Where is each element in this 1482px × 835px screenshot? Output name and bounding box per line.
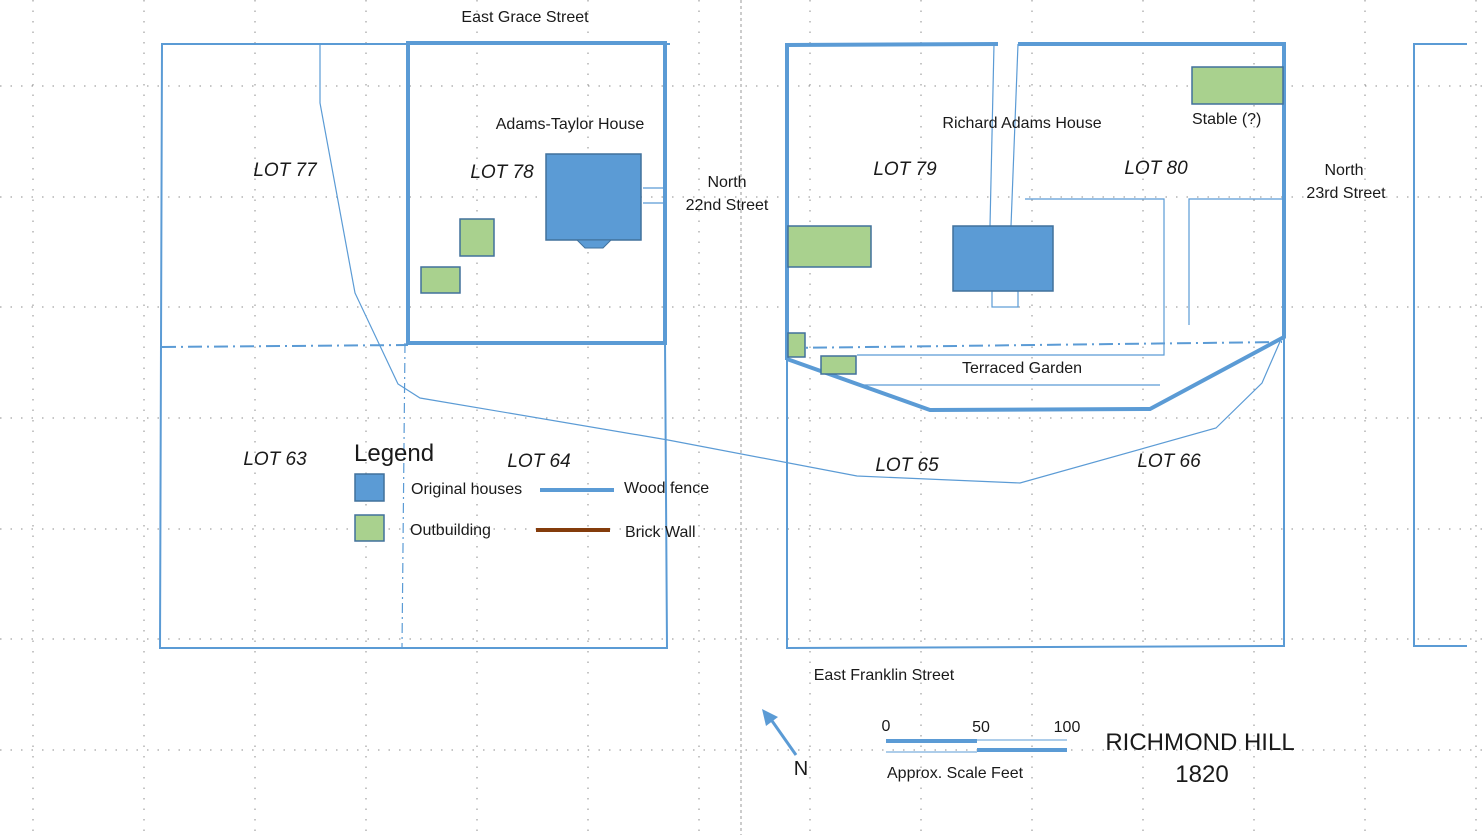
- street-north-22nd-line2: 22nd Street: [686, 197, 769, 214]
- legend-title: Legend: [354, 440, 434, 467]
- lot-65: LOT 65: [875, 455, 939, 476]
- lot-63: LOT 63: [243, 449, 307, 470]
- lot-66: LOT 66: [1137, 451, 1201, 472]
- street-east-franklin: East Franklin Street: [814, 667, 955, 684]
- lot-79: LOT 79: [873, 159, 937, 180]
- lot78-fence: [406, 41, 667, 345]
- outbuilding-small-a: [787, 332, 806, 358]
- legend-outbuilding: Outbuilding: [410, 522, 491, 539]
- north-label: N: [794, 758, 808, 780]
- outbuilding-lot78-b: [420, 266, 461, 294]
- label-adams-taylor-house: Adams-Taylor House: [496, 116, 645, 133]
- legend-outbuilding-swatch: [354, 514, 385, 542]
- outbuilding-lot79: [787, 225, 872, 268]
- far-right-block: [1413, 43, 1467, 647]
- label-richard-adams-house: Richard Adams House: [942, 115, 1101, 132]
- legend-brick-wall: Brick Wall: [625, 524, 696, 541]
- outbuilding-lot78-a: [459, 218, 495, 257]
- outbuilding-small-b: [820, 355, 857, 375]
- street-north-22nd-line1: North: [707, 174, 746, 191]
- label-terraced-garden: Terraced Garden: [962, 360, 1082, 377]
- map-year: 1820: [1175, 761, 1228, 788]
- adams-taylor-porch: [575, 239, 613, 249]
- scale-caption: Approx. Scale Feet: [887, 765, 1024, 782]
- scale-bar: 0 50 100 Approx. Scale Feet: [882, 718, 1081, 782]
- scale-tick-0: 0: [882, 718, 891, 735]
- street-east-grace: East Grace Street: [461, 9, 589, 26]
- map-title: RICHMOND HILL: [1105, 729, 1294, 756]
- scale-tick-100: 100: [1054, 719, 1081, 736]
- legend-original-houses: Original houses: [411, 481, 522, 498]
- lot-77: LOT 77: [253, 160, 318, 181]
- legend: Legend Original houses Outbuilding Wood …: [354, 440, 709, 542]
- street-north-23rd-line2: 23rd Street: [1306, 185, 1386, 202]
- legend-wood-fence: Wood fence: [624, 480, 709, 497]
- left-block: [158, 41, 670, 649]
- right-block: [667, 42, 1286, 650]
- legend-house-swatch: [354, 473, 385, 502]
- north-arrow: N: [762, 709, 808, 780]
- adams-taylor-house: [545, 153, 642, 241]
- street-north-23rd-line1: North: [1324, 162, 1363, 179]
- lot-78: LOT 78: [470, 162, 534, 183]
- lot-80: LOT 80: [1124, 158, 1188, 179]
- label-stable: Stable (?): [1192, 111, 1261, 128]
- scale-tick-50: 50: [972, 719, 990, 736]
- richard-adams-house: [952, 225, 1054, 292]
- stable-building: [1191, 66, 1284, 105]
- lot-64: LOT 64: [507, 451, 570, 472]
